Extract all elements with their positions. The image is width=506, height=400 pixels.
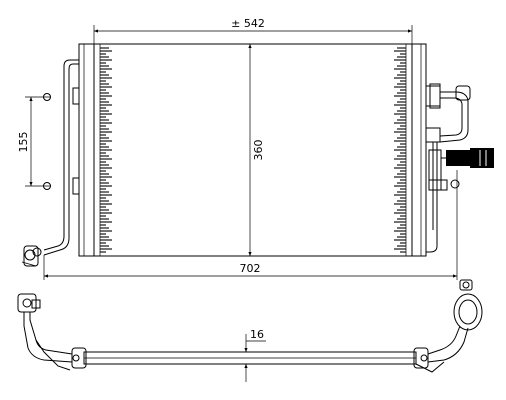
overall-label: 702: [240, 262, 261, 275]
side-dimension: 155: [17, 96, 50, 187]
right-fin-hatching: [394, 47, 406, 253]
left-fin-hatching: [100, 47, 112, 253]
left-header-tank: [78, 43, 95, 257]
width-label: ± 542: [231, 17, 265, 30]
left-pipe-fitting: [21, 245, 42, 267]
receiver-drier: [453, 279, 483, 331]
right-header-tank: [411, 43, 427, 257]
bottom-view: 16: [17, 279, 483, 382]
receiver-drier-cap: [450, 179, 460, 189]
thickness-dimension: 16: [244, 328, 266, 382]
left-plan-pipe: [29, 312, 73, 355]
width-dimension: ± 542: [93, 17, 413, 44]
height-label: 360: [252, 140, 265, 161]
right-pipe-assembly: [425, 83, 494, 253]
side-label: 155: [17, 132, 30, 153]
height-dimension: 360: [248, 44, 265, 256]
left-plan-fitting: [17, 293, 37, 313]
front-view: [21, 43, 494, 267]
outlet-connector: [455, 85, 471, 101]
overall-dimension: 702: [43, 170, 458, 280]
right-plan-pipe: [427, 325, 461, 355]
thickness-label: 16: [250, 328, 264, 341]
left-mount-pipe: [43, 59, 79, 251]
